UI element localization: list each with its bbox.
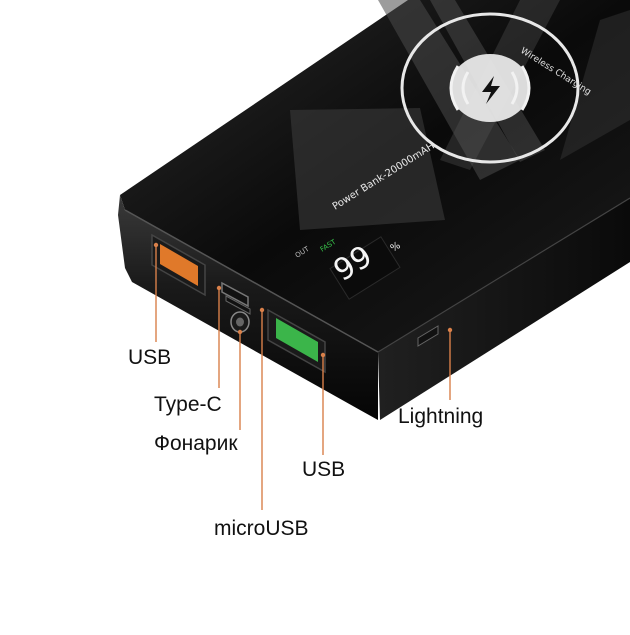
reflection-stripe bbox=[378, 0, 520, 180]
reflection-stripe bbox=[560, 10, 630, 160]
usb-port-left bbox=[151, 233, 206, 297]
callout-usb-left: USB bbox=[128, 346, 172, 369]
usb-port-right bbox=[267, 308, 326, 374]
micro-usb-port bbox=[225, 295, 251, 315]
leader-dots bbox=[153, 242, 453, 358]
right-face bbox=[378, 198, 630, 420]
flashlight-lens bbox=[230, 311, 250, 333]
callout-usb-right: USB bbox=[302, 458, 346, 481]
lightning-bolt-icon bbox=[482, 76, 500, 104]
reflection-stripe bbox=[290, 108, 445, 230]
lightning-port bbox=[417, 325, 439, 347]
callout-flashlight: Фонарик bbox=[154, 432, 238, 455]
leader-lines bbox=[155, 245, 451, 510]
type-c-port bbox=[221, 281, 249, 308]
callout-micro-usb: microUSB bbox=[214, 517, 309, 540]
callout-type-c: Type-C bbox=[154, 393, 222, 416]
callout-lightning: Lightning bbox=[398, 405, 484, 428]
